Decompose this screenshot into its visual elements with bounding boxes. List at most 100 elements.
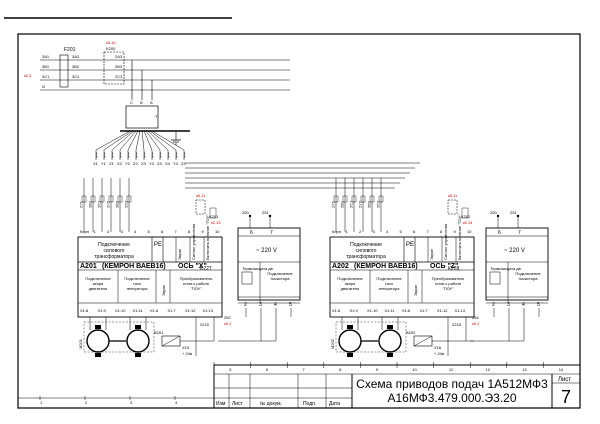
terminal-mark <box>333 195 339 203</box>
contactor-ref: к5.10 <box>106 40 116 45</box>
pin-bottom: X1:9 <box>350 308 359 313</box>
signal-label: Включить питание "ГОУ" <box>205 214 210 260</box>
secondary-tap: X2 <box>117 161 123 166</box>
wire-number: 2С1 <box>97 200 102 208</box>
winding-coil <box>135 151 138 159</box>
breaker-box <box>59 54 69 88</box>
wire-number: 2В1 <box>88 200 93 208</box>
sheet-number: 7 <box>561 387 571 407</box>
pin-header: 5 <box>148 229 151 234</box>
zone-number-bottom: 1 <box>40 400 43 405</box>
pin-bottom: X1:10 <box>115 308 126 313</box>
phase-a1: 3A1 <box>42 54 50 59</box>
winding-coil <box>119 151 122 159</box>
phase-b2: 3B2 <box>72 64 80 69</box>
axis-label: ОСЬ "Z" <box>430 263 458 270</box>
pin-bottom: X1:6 <box>402 308 411 313</box>
pin-bottom: X1:8 <box>80 308 89 313</box>
zone-number: 8 <box>339 367 342 372</box>
zone-number: 14 <box>559 367 564 372</box>
tacho-brush <box>135 325 141 329</box>
pin-header: 4 <box>134 229 137 234</box>
col-list: Лист <box>232 401 244 407</box>
pin-header: 3 <box>373 229 376 234</box>
relay-label: K202 <box>461 214 471 219</box>
motor-brush <box>347 353 353 357</box>
aux-module <box>237 227 301 301</box>
aux-contact <box>241 271 253 285</box>
pin-header: 7 <box>427 229 430 234</box>
motor-symbol <box>86 329 110 353</box>
pin-header: 1 <box>346 229 349 234</box>
left-ref: к2.5 <box>24 73 32 78</box>
relay2-ref: к2.14 <box>463 220 473 225</box>
wire <box>103 130 133 151</box>
motor-symbol <box>338 329 362 353</box>
zone-number: 10 <box>412 367 417 372</box>
zone-number: 5 <box>229 367 232 372</box>
aux-id: K227 <box>200 266 212 272</box>
relay-ref: к5.11 <box>448 193 458 198</box>
pin-bottom: X1:8 <box>332 308 341 313</box>
winding-coil <box>103 151 106 159</box>
pin-header: 7 <box>175 229 178 234</box>
sheet-label: Лист <box>558 377 571 383</box>
pin-header: 10 <box>467 229 472 234</box>
module-name: (КЕМРОН ВАЕВ16) <box>102 263 166 270</box>
tacho-symbol <box>126 329 150 353</box>
aux-out-ref: к9.1 <box>224 321 232 326</box>
terminal-mark <box>99 195 105 203</box>
relay-coil <box>461 207 469 219</box>
aux-note: Термозащита дв <box>242 266 273 271</box>
aux-id: К228 <box>448 266 459 272</box>
motor-brush <box>95 325 101 329</box>
pin-bottom: X1:7 <box>420 308 429 313</box>
terminal-mark <box>81 195 87 203</box>
wire-number: 2У2 <box>358 200 363 208</box>
wire <box>145 130 161 151</box>
wire <box>161 335 181 347</box>
pin-bottom: X1:12 <box>185 308 196 313</box>
aux-voltage: ~ 220 V <box>256 248 277 254</box>
shield-outline <box>335 321 407 353</box>
pin-header: 3 <box>121 229 124 234</box>
contactor-label: K200 <box>106 46 116 51</box>
vdc-label: + 24в <box>434 351 444 356</box>
terminal-mark <box>351 195 357 203</box>
pin-bottom: X1:11 <box>385 308 396 313</box>
terminal-mark <box>108 195 114 203</box>
pin-bottom: X1:13 <box>203 308 214 313</box>
axis-label: ОСЬ "X" <box>178 263 207 270</box>
col-doc: № докум. <box>260 401 282 407</box>
pin-bottom: X1:12 <box>437 308 448 313</box>
breaker-label: F201 <box>64 47 76 53</box>
secondary-tap: X1 <box>93 161 99 166</box>
wire-ref: 2215 <box>200 322 210 327</box>
pin-bottom: X1:6 <box>150 308 159 313</box>
zone-number-bottom: 2 <box>85 400 88 405</box>
relay-label: K201 <box>209 214 219 219</box>
signal-label: Экран <box>429 249 434 260</box>
pin-bottom: X1:10 <box>367 308 378 313</box>
pin-bottom: X1:11 <box>133 308 144 313</box>
wire-number: 2У1 <box>79 200 84 208</box>
aux-in-label: 251 <box>262 210 269 215</box>
secondary-tap: Z1 <box>109 161 114 166</box>
terminal-mark <box>369 195 375 203</box>
pin-header: 8 <box>188 229 191 234</box>
aux-terminal: 4 <box>274 302 277 308</box>
tacho-brush <box>387 353 393 357</box>
motor-label: M202 <box>330 338 335 349</box>
tap-a: A <box>150 100 153 105</box>
transformer <box>125 105 159 129</box>
module-name: (КЕМРОН ВАЕВ16) <box>354 263 418 270</box>
sensor-label: B202 <box>406 330 416 335</box>
aux-voltage: ~ 220 V <box>504 248 525 254</box>
secondary-tap: Y2 <box>125 161 131 166</box>
aux-terminal: 4 <box>522 302 525 308</box>
